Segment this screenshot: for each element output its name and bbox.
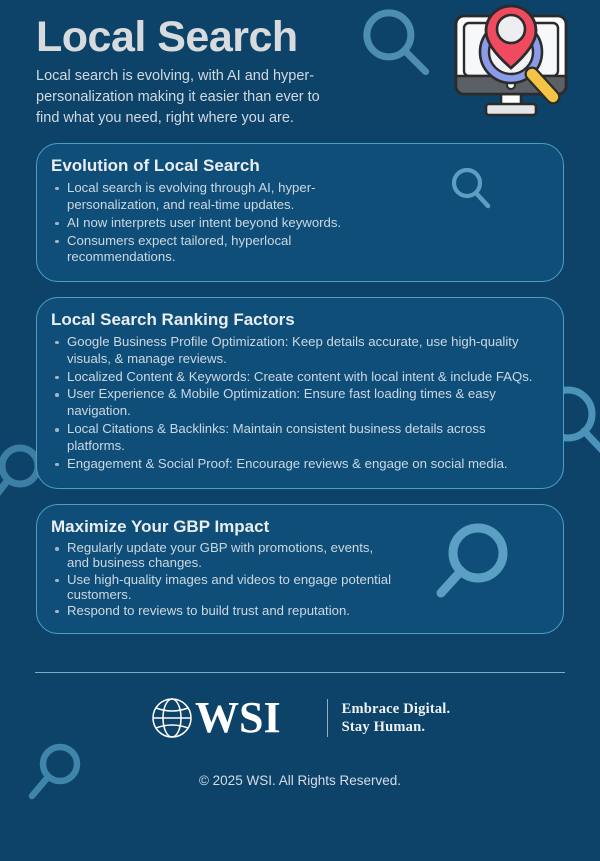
hero-section: Local Search Local search is evolving, w…	[0, 0, 600, 129]
list-item: Respond to reviews to build trust and re…	[51, 603, 397, 618]
list-item: Engagement & Social Proof: Encourage rev…	[51, 456, 545, 473]
page-title: Local Search	[36, 13, 298, 61]
wsi-logo: WSI	[150, 695, 313, 741]
globe-icon	[151, 698, 192, 738]
list-item: Local Citations & Backlinks: Maintain co…	[51, 421, 545, 455]
card-maximize-your-gbp-impact: Maximize Your GBP Impact Regularly updat…	[36, 503, 564, 635]
card-bullet-list: Google Business Profile Optimization: Ke…	[51, 334, 545, 473]
card-local-search-ranking-factors: Local Search Ranking Factors Google Busi…	[36, 297, 564, 489]
wsi-wordmark: WSI	[195, 695, 281, 741]
list-item: Local search is evolving through AI, hyp…	[51, 180, 397, 214]
list-item: Use high-quality images and videos to en…	[51, 572, 397, 602]
list-item: Localized Content & Keywords: Create con…	[51, 369, 545, 386]
card-evolution-of-local-search: Evolution of Local Search Local search i…	[36, 143, 564, 283]
card-title: Maximize Your GBP Impact	[51, 516, 270, 536]
card-title: Evolution of Local Search	[51, 156, 260, 176]
list-item: Consumers expect tailored, hyperlocal re…	[51, 233, 397, 267]
card-bullet-list: Local search is evolving through AI, hyp…	[51, 180, 545, 266]
brand-tagline: Embrace Digital. Stay Human.	[342, 700, 451, 736]
list-item: AI now interprets user intent beyond key…	[51, 215, 397, 232]
tagline-line-1: Embrace Digital.	[341, 700, 451, 717]
tagline-line-2: Stay Human.	[341, 719, 426, 736]
copyright-text: © 2025 WSI. All Rights Reserved.	[198, 773, 402, 789]
card-bullet-list: Regularly update your GBP with promotion…	[51, 540, 545, 618]
brand-logo-row: WSI Embrace Digital. Stay Human.	[0, 695, 600, 741]
list-item: User Experience & Mobile Optimization: E…	[51, 386, 545, 420]
logo-separator	[326, 699, 328, 738]
footer: WSI Embrace Digital. Stay Human. © 2025 …	[0, 672, 600, 788]
monitor-location-search-illustration-icon	[446, 4, 576, 124]
hero-subtitle: Local search is evolving, with AI and hy…	[36, 68, 320, 127]
svg-text:WSI: WSI	[195, 695, 281, 741]
card-title: Local Search Ranking Factors	[51, 310, 295, 330]
footer-divider	[35, 672, 565, 674]
list-item: Regularly update your GBP with promotion…	[51, 540, 397, 570]
list-item: Google Business Profile Optimization: Ke…	[51, 334, 545, 368]
